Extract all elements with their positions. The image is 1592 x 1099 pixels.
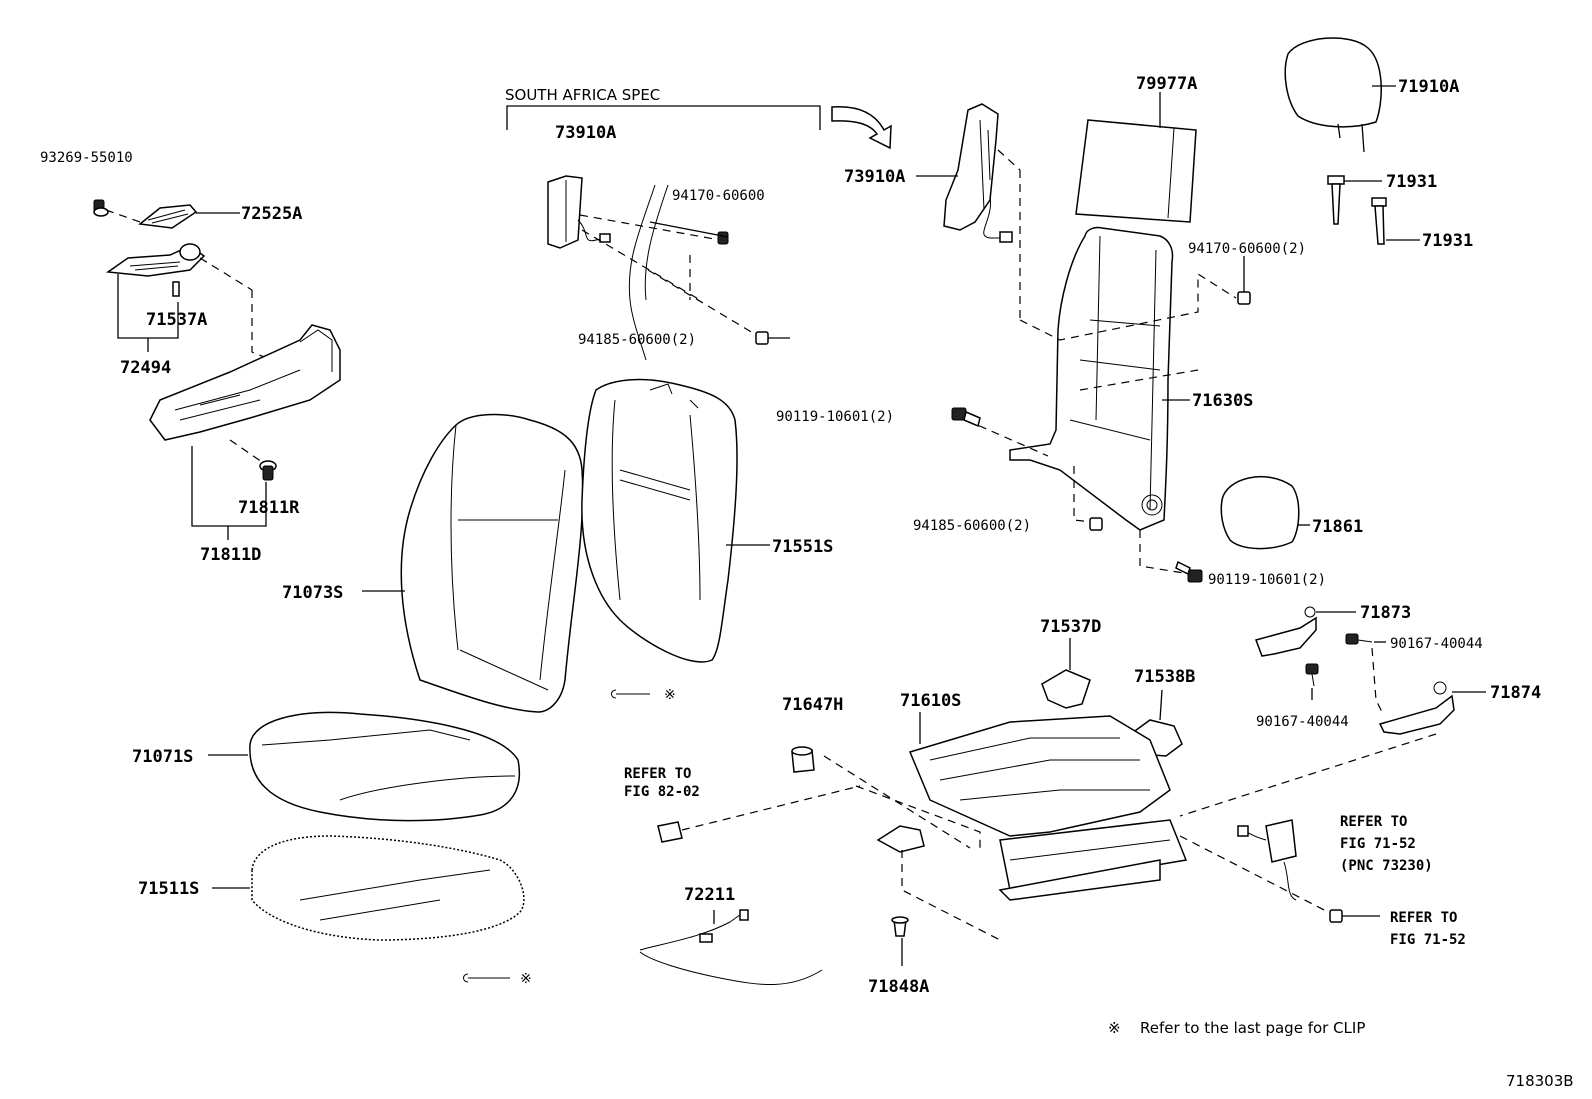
bolt-90119-b — [1175, 560, 1203, 583]
guide-71931 — [1327, 175, 1420, 245]
label-71861: 71861 — [1312, 517, 1363, 537]
label-71537d: 71537D — [1040, 617, 1101, 637]
label-71931-b: 71931 — [1422, 231, 1473, 251]
label-71538b: 71538B — [1134, 667, 1195, 687]
label-71511s: 71511S — [138, 879, 199, 899]
label-72525a: 72525A — [241, 204, 302, 224]
armrest-body — [149, 324, 341, 441]
cover-72525a — [138, 204, 198, 229]
bracket-71537d — [1041, 638, 1091, 709]
clip-71848a — [891, 916, 909, 966]
label-71874: 71874 — [1490, 683, 1541, 703]
seatback-frame-71630s — [965, 226, 1237, 575]
screw-90167-a — [1345, 633, 1386, 645]
label-71873: 71873 — [1360, 603, 1411, 623]
seatbelt-buckle — [1237, 819, 1297, 901]
label-71931-a: 71931 — [1386, 172, 1437, 192]
sa-airbag-group — [547, 175, 790, 361]
cover-71873 — [1255, 606, 1356, 657]
label-71811d: 71811D — [200, 545, 261, 565]
cover-71874 — [1378, 681, 1486, 735]
label-71610s: 71610S — [900, 691, 961, 711]
refer-71-52b-line2: FIG 71-52 — [1390, 932, 1466, 948]
curved-arrow-icon — [831, 106, 892, 150]
region-note: SOUTH AFRICA SPEC — [505, 86, 660, 104]
label-73910a: 73910A — [844, 167, 905, 187]
label-90119-b: 90119-10601(2) — [1208, 572, 1326, 588]
label-71848a: 71848A — [868, 977, 929, 997]
harness-72211 — [639, 909, 823, 986]
label-94185-sa: 94185-60600(2) — [578, 332, 696, 348]
airbag-73910a-sa — [547, 175, 583, 249]
headrest-71910a — [1284, 37, 1396, 153]
bolt-93269 — [93, 199, 109, 217]
label-71071s: 71071S — [132, 747, 193, 767]
clip-marker-2: ※ — [463, 971, 532, 987]
nut-94170-2 — [1237, 256, 1251, 305]
label-71537a: 71537A — [146, 310, 207, 330]
nut-94185-2 — [1089, 517, 1103, 531]
refer-71-52a-line3: (PNC 73230) — [1340, 858, 1433, 874]
figure-code: 718303B — [1506, 1072, 1574, 1090]
nut-94170-sa — [649, 221, 729, 245]
label-93269: 93269-55010 — [40, 150, 133, 166]
label-71910a: 71910A — [1398, 77, 1459, 97]
seatback-pad-71551s — [581, 378, 770, 663]
label-90119-a: 90119-10601(2) — [776, 409, 894, 425]
refer-71-52a-line1: REFER TO — [1340, 814, 1407, 830]
connector-refer-82-02 — [657, 821, 683, 843]
track-end-left — [876, 825, 925, 853]
label-94185-2: 94185-60600(2) — [913, 518, 1031, 534]
clip-marker-1: ※ — [611, 687, 676, 703]
seat-frame-71610s — [876, 712, 1188, 901]
refer-71-52a-line2: FIG 71-52 — [1340, 836, 1416, 852]
label-71630s: 71630S — [1192, 391, 1253, 411]
label-73910a-sa: 73910A — [555, 123, 616, 143]
bolt-90119-a — [951, 407, 981, 428]
armrest-group — [93, 199, 341, 540]
footnote-mark: ※ — [1108, 1019, 1121, 1037]
label-72211: 72211 — [684, 885, 735, 905]
refer-71-52b-line1: REFER TO — [1390, 910, 1457, 926]
refer-82-02-line1: REFER TO — [624, 766, 691, 782]
label-71811r: 71811R — [238, 498, 300, 518]
bolt-71811r — [259, 460, 277, 481]
label-94170-sa: 94170-60600 — [672, 188, 765, 204]
label-72494: 72494 — [120, 358, 171, 378]
side-airbag-73910a — [916, 103, 1021, 320]
south-africa-spec-group: SOUTH AFRICA SPEC — [505, 86, 821, 130]
svg-text:※: ※ — [520, 971, 532, 987]
seat-cushion-71071s — [208, 711, 520, 822]
label-90167-b: 90167-40044 — [1256, 714, 1349, 730]
label-94170-2: 94170-60600(2) — [1188, 241, 1306, 257]
cap-71647h — [791, 746, 815, 773]
label-90167-a: 90167-40044 — [1390, 636, 1483, 652]
pad-71861 — [1220, 476, 1310, 550]
label-71073s: 71073S — [282, 583, 343, 603]
screw-90167-b — [1305, 663, 1319, 700]
nut-94185-sa — [755, 331, 769, 345]
footnote-text: Refer to the last page for CLIP — [1140, 1019, 1365, 1037]
label-71551s: 71551S — [772, 537, 833, 557]
label-71647h: 71647H — [782, 695, 843, 715]
seat-pad-71511s — [212, 835, 525, 941]
headrest-pad-79977a — [1075, 92, 1197, 223]
label-79977a: 79977A — [1136, 74, 1197, 94]
nut-refer-71-52 — [1329, 909, 1380, 923]
svg-text:※: ※ — [664, 687, 676, 703]
seatback-cover-71073s — [362, 413, 584, 713]
refer-82-02-line2: FIG 82-02 — [624, 784, 700, 800]
